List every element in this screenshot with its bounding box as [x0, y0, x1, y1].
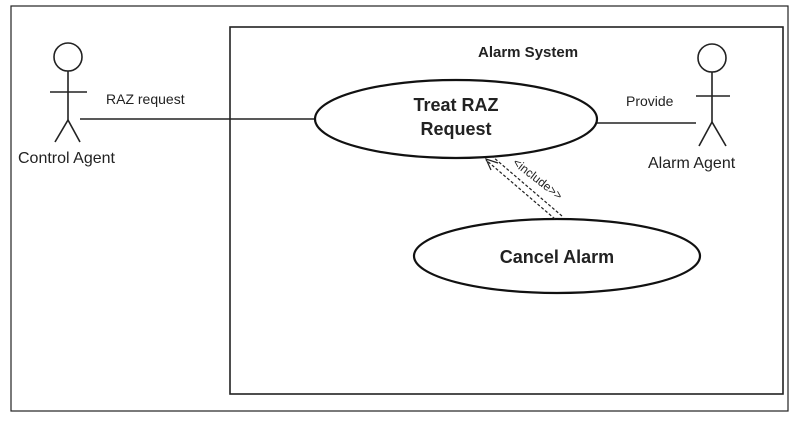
alarm-agent-label: Alarm Agent	[648, 155, 736, 172]
control-agent-head	[53, 42, 83, 72]
alarm-agent-left-leg	[698, 121, 713, 147]
association-label-raz-request: RAZ request	[106, 91, 185, 107]
alarm-agent-right-leg	[711, 121, 727, 147]
include-relationship	[484, 156, 563, 220]
system-title: Alarm System	[478, 44, 578, 61]
alarm-agent-head	[697, 43, 727, 73]
control-agent-left-leg	[54, 119, 69, 143]
control-agent-actor	[50, 42, 87, 143]
control-agent-right-leg	[67, 119, 81, 143]
system-boundary	[229, 26, 784, 395]
include-dashed-line-a	[485, 159, 556, 220]
outer-frame	[10, 5, 789, 412]
association-label-provide: Provide	[626, 93, 674, 109]
use-case-cancel-alarm-label: Cancel Alarm	[500, 247, 614, 267]
control-agent-label: Control Agent	[18, 150, 116, 167]
include-arrowhead	[484, 157, 499, 171]
use-case-treat-raz-request-line1: Treat RAZ	[413, 95, 498, 115]
use-case-treat-raz-request-line2: Request	[420, 119, 491, 139]
use-case-treat-raz-request	[313, 78, 599, 160]
use-case-cancel-alarm	[412, 217, 702, 295]
alarm-agent-actor	[696, 43, 730, 147]
include-dashed-line-b	[492, 156, 563, 217]
